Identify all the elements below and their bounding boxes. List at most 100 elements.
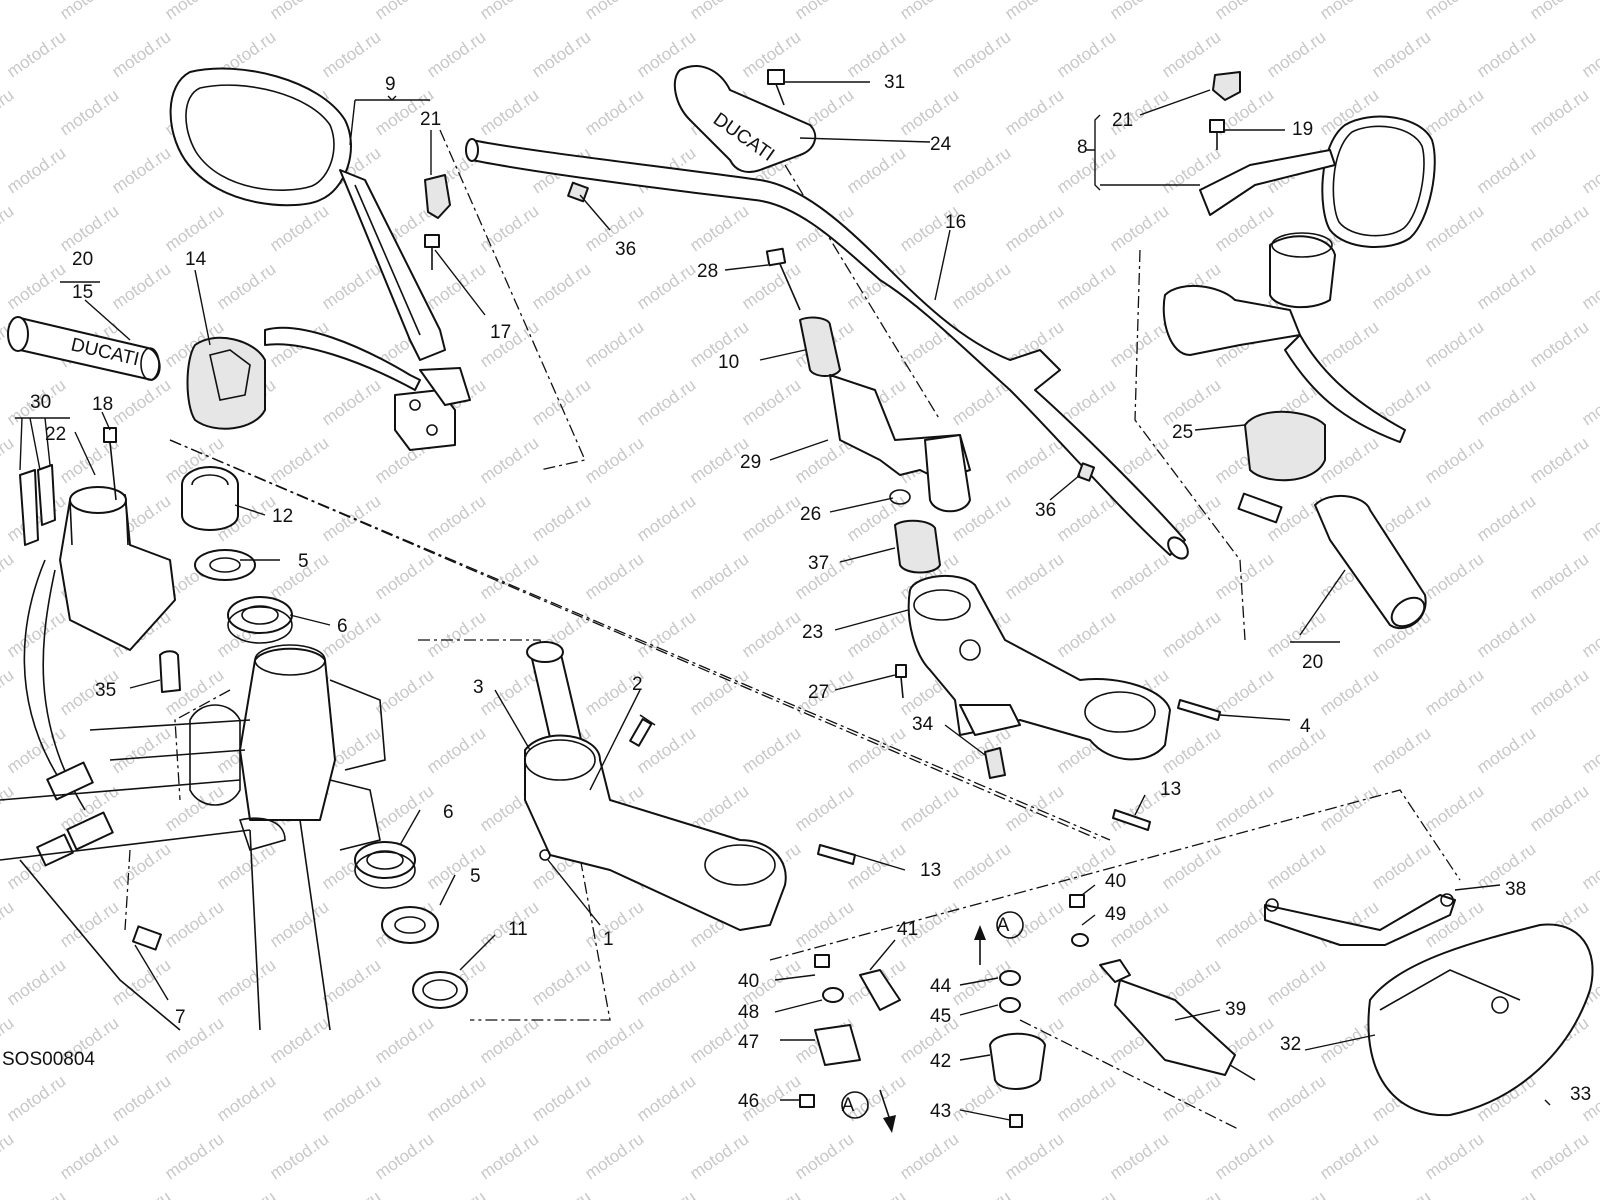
bolt-18 xyxy=(103,427,117,501)
steering-bearing-stack-top xyxy=(181,466,293,644)
handlebar-top-clamp: DUCATI xyxy=(673,65,817,173)
watermark-text: motod.ru xyxy=(318,1071,384,1125)
watermark-text: motod.ru xyxy=(1001,549,1067,603)
watermark-text: motod.ru xyxy=(581,549,647,603)
assembly-dashed-lines xyxy=(124,129,1461,1131)
watermark-text: motod.ru xyxy=(108,27,174,81)
watermark-text: motod.ru xyxy=(738,375,804,429)
callout-49: 49 xyxy=(1105,904,1126,925)
watermark-text: motod.ru xyxy=(1526,317,1592,371)
watermark-text: motod.ru xyxy=(3,1187,69,1200)
watermark-text: motod.ru xyxy=(1421,85,1487,139)
callout-20-right: 20 xyxy=(1302,652,1323,673)
watermark-text: motod.ru xyxy=(1421,433,1487,487)
watermark-text: motod.ru xyxy=(3,1071,69,1125)
watermark-text: motod.ru xyxy=(1316,781,1382,835)
watermark-text: motod.ru xyxy=(1001,1129,1067,1183)
watermark-text: motod.ru xyxy=(1106,317,1172,371)
watermark-text: motod.ru xyxy=(1316,433,1382,487)
callout-46: 46 xyxy=(738,1091,759,1112)
callout-41: 41 xyxy=(897,919,918,940)
watermark-text: motod.ru xyxy=(1211,0,1277,23)
watermark-text: motod.ru xyxy=(318,955,384,1009)
watermark-text: motod.ru xyxy=(1578,143,1600,197)
watermark-text: motod.ru xyxy=(0,1129,17,1183)
callout-33: 33 xyxy=(1570,1084,1591,1105)
watermark-text: motod.ru xyxy=(213,1187,279,1200)
watermark-text: motod.ru xyxy=(318,1187,384,1200)
watermark-text: motod.ru xyxy=(3,27,69,81)
watermark-text: motod.ru xyxy=(1053,491,1119,545)
watermark-text: motod.ru xyxy=(0,665,17,719)
watermark-text: motod.ru xyxy=(0,0,17,23)
watermark-text: motod.ru xyxy=(266,201,332,255)
mirror-cap-21 xyxy=(424,174,451,270)
watermark-text: motod.ru xyxy=(1578,1187,1600,1200)
watermark-text: motod.ru xyxy=(108,723,174,777)
callout-14: 14 xyxy=(185,249,207,270)
watermark-text: motod.ru xyxy=(161,201,227,255)
watermark-text: motod.ru xyxy=(581,317,647,371)
watermark-text: motod.ru xyxy=(371,1013,437,1067)
callout-17: 17 xyxy=(490,322,511,343)
watermark-text: motod.ru xyxy=(108,259,174,313)
callout-5-bottom: 5 xyxy=(470,866,481,887)
watermark-text: motod.ru xyxy=(1158,1187,1224,1200)
callout-10: 10 xyxy=(718,352,739,373)
callout-13-lower: 13 xyxy=(920,860,941,881)
watermark-text: motod.ru xyxy=(213,955,279,1009)
watermark-text: motod.ru xyxy=(528,955,594,1009)
watermark-text: motod.ru xyxy=(423,259,489,313)
watermark-text: motod.ru xyxy=(161,1013,227,1067)
watermark-text: motod.ru xyxy=(1421,201,1487,255)
watermark-text: motod.ru xyxy=(213,1071,279,1125)
watermark-text: motod.ru xyxy=(633,1071,699,1125)
callout-20: 20 xyxy=(72,249,93,270)
watermark-text: motod.ru xyxy=(0,85,17,139)
watermark-text: motod.ru xyxy=(1578,723,1600,777)
watermark-text: motod.ru xyxy=(476,0,542,23)
watermark-text: motod.ru xyxy=(1473,491,1539,545)
watermark-text: motod.ru xyxy=(1316,665,1382,719)
watermark-text: motod.ru xyxy=(738,607,804,661)
watermark-text: motod.ru xyxy=(266,1013,332,1067)
lower-triple-clamp xyxy=(524,641,787,931)
callout-2: 2 xyxy=(632,674,643,695)
watermark-text: motod.ru xyxy=(896,781,962,835)
watermark-text: motod.ru xyxy=(3,143,69,197)
watermark-text: motod.ru xyxy=(1526,1129,1592,1183)
watermark-text: motod.ru xyxy=(476,85,542,139)
watermark-text: motod.ru xyxy=(371,549,437,603)
watermark-text: motod.ru xyxy=(423,491,489,545)
right-mirror xyxy=(1199,71,1436,248)
callout-21-right: 21 xyxy=(1112,110,1133,131)
watermark-text: motod.ru xyxy=(476,665,542,719)
watermark-text: motod.ru xyxy=(1211,781,1277,835)
callout-44: 44 xyxy=(930,976,952,997)
watermark-text: motod.ru xyxy=(1211,201,1277,255)
handlebar-risers xyxy=(765,247,971,574)
callout-3: 3 xyxy=(473,677,484,698)
watermark-text: motod.ru xyxy=(896,85,962,139)
watermark-text: motod.ru xyxy=(791,781,857,835)
watermark-text: motod.ru xyxy=(1578,839,1600,893)
watermark-text: motod.ru xyxy=(581,85,647,139)
watermark-text: motod.ru xyxy=(1421,1129,1487,1183)
watermark-text: motod.ru xyxy=(266,433,332,487)
watermark-text: motod.ru xyxy=(476,433,542,487)
watermark-text: motod.ru xyxy=(1211,1129,1277,1183)
watermark-text: motod.ru xyxy=(1263,1187,1329,1200)
callout-29: 29 xyxy=(740,452,761,473)
watermark-text: motod.ru xyxy=(528,259,594,313)
watermark-text: motod.ru xyxy=(738,1187,804,1200)
watermark-text: motod.ru xyxy=(108,375,174,429)
watermark-text: motod.ru xyxy=(161,1129,227,1183)
callout-9: 9 xyxy=(385,74,396,95)
watermark-text: motod.ru xyxy=(318,27,384,81)
watermark-text: motod.ru xyxy=(1316,0,1382,23)
callout-11: 11 xyxy=(508,919,528,940)
watermark-text: motod.ru xyxy=(1001,0,1067,23)
watermark-text: motod.ru xyxy=(633,955,699,1009)
watermark-text: motod.ru xyxy=(843,143,909,197)
watermark-text: motod.ru xyxy=(423,607,489,661)
